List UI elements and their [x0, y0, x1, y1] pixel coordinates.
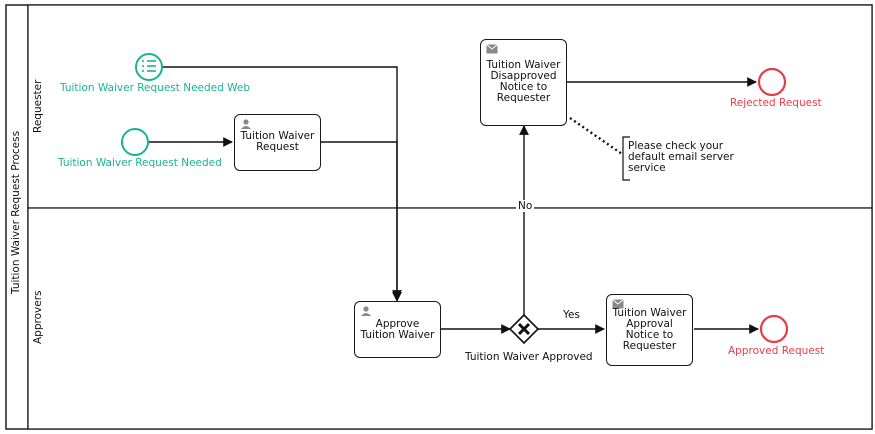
- lane-requester[interactable]: [27, 4, 873, 209]
- task-label-line: Notice to: [625, 329, 674, 341]
- end-event-rejected[interactable]: [757, 67, 787, 97]
- task-label-line: Tuition Waiver: [240, 130, 315, 142]
- task-label-line: Approval: [626, 318, 673, 330]
- list-icon: [142, 60, 156, 72]
- envelope-icon: [612, 299, 624, 309]
- task-label-line: Request: [256, 141, 299, 153]
- flow-request-to-approve[interactable]: [321, 141, 402, 300]
- end-event-approved-label: Approved Request: [728, 345, 825, 357]
- task-label-line: Requester: [496, 92, 551, 104]
- lane-approvers[interactable]: [27, 207, 873, 430]
- task-label-line: Approve: [375, 318, 420, 330]
- user-icon: [241, 119, 251, 129]
- task-approve-tuition-waiver[interactable]: Approve Tuition Waiver: [354, 301, 441, 358]
- task-approval-notice[interactable]: Tuition Waiver Approval Notice to Reques…: [606, 294, 693, 366]
- task-label-line: Notice to: [499, 81, 548, 93]
- exclusive-gateway[interactable]: [508, 313, 540, 345]
- task-label-line: Disapproved: [490, 70, 557, 82]
- start-event-web[interactable]: [135, 53, 163, 81]
- lane-title-requester: Requester: [32, 79, 44, 133]
- start-event-web-label: Tuition Waiver Request Needed Web: [60, 82, 251, 94]
- envelope-icon: [486, 44, 498, 54]
- task-label-line: Requester: [622, 340, 677, 352]
- text-annotation[interactable]: Please check your default email server s…: [628, 141, 734, 174]
- task-label-line: Tuition Waiver: [486, 59, 561, 71]
- annotation-line: service: [628, 162, 666, 174]
- lane-title-approvers: Approvers: [32, 290, 44, 344]
- start-event-label: Tuition Waiver Request Needed: [58, 157, 222, 169]
- task-disapproved-notice[interactable]: Tuition Waiver Disapproved Notice to Req…: [480, 39, 567, 126]
- task-label-line: Tuition Waiver: [360, 329, 435, 341]
- x-icon: [517, 322, 531, 336]
- annotation-line: Please check your: [628, 140, 724, 152]
- flow-label-yes: Yes: [563, 309, 580, 321]
- annotation-bracket[interactable]: [622, 136, 630, 181]
- annotation-line: default email server: [628, 151, 734, 163]
- flow-label-no: No: [516, 200, 535, 212]
- gateway-label: Tuition Waiver Approved: [465, 351, 593, 363]
- user-icon: [361, 306, 371, 316]
- start-event[interactable]: [121, 128, 149, 156]
- task-tuition-waiver-request[interactable]: Tuition Waiver Request: [234, 114, 321, 171]
- end-event-rejected-label: Rejected Request: [730, 97, 822, 109]
- task-label-line: Tuition Waiver: [612, 307, 687, 319]
- pool-title: Tuition Waiver Request Process: [10, 130, 22, 294]
- end-event-approved[interactable]: [759, 314, 789, 344]
- annotation-association[interactable]: [569, 117, 623, 155]
